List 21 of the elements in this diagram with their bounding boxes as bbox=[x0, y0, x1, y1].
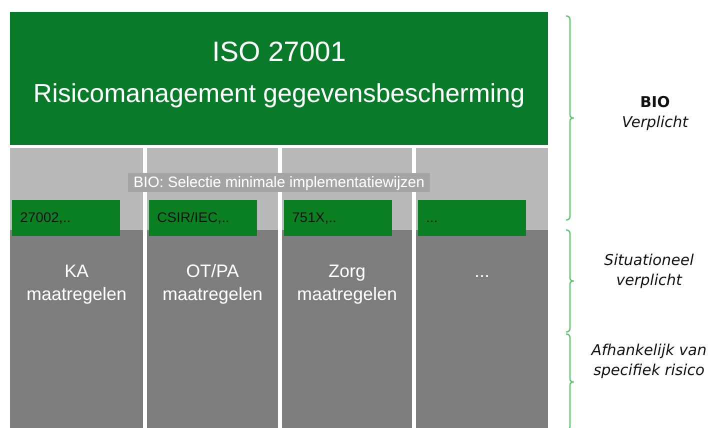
column-label: OT/PA maatregelen bbox=[161, 260, 264, 306]
side-label: Verplicht bbox=[620, 112, 690, 132]
tag-bar bbox=[12, 200, 120, 236]
header-panel bbox=[10, 12, 548, 145]
side-label: BIO bbox=[639, 92, 671, 112]
band-label: BIO: Selectie minimale implementatiewijzen bbox=[128, 173, 430, 192]
tag-label: 751X,.. bbox=[292, 209, 338, 225]
tag-bar bbox=[284, 200, 392, 236]
band-background bbox=[10, 148, 548, 428]
tag-bar bbox=[418, 200, 526, 236]
column-label: Zorg maatregelen bbox=[296, 260, 398, 306]
side-label: Situationeel verplicht bbox=[603, 250, 695, 290]
title: ISO 27001 bbox=[211, 36, 347, 68]
column-label: ... bbox=[473, 260, 490, 283]
tag-bar bbox=[149, 200, 257, 236]
subtitle: Risicomanagement gegevensbescherming bbox=[32, 78, 526, 109]
tag-label: ... bbox=[426, 209, 439, 225]
tag-label: CSIR/IEC,.. bbox=[157, 209, 230, 225]
side-label: Afhankelijk van specifiek risico bbox=[590, 340, 708, 380]
column-label: KA maatregelen bbox=[25, 260, 128, 306]
tag-label: 27002,.. bbox=[20, 209, 72, 225]
